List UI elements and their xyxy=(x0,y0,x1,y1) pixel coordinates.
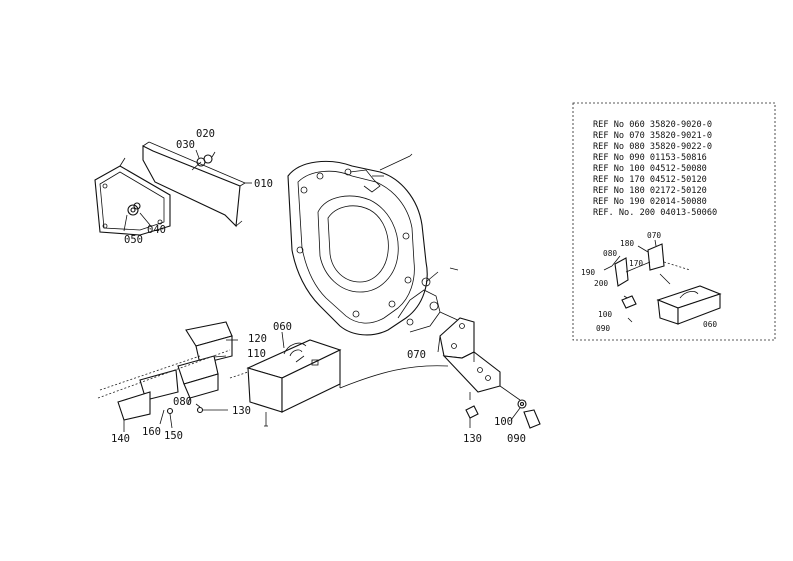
label-070: 070 xyxy=(407,349,426,361)
ref-row: REF No 100 04512-50080 xyxy=(593,164,707,174)
label-060: 060 xyxy=(273,321,292,333)
bracket-070 xyxy=(339,317,541,429)
label-080: 080 xyxy=(173,396,192,408)
inset-label-060: 060 xyxy=(703,320,717,329)
ref-row: REF No 080 35820-9022-0 xyxy=(593,142,712,152)
inset-label-100: 100 xyxy=(598,310,612,319)
toolbox-060 xyxy=(229,331,342,427)
inset-label-180: 180 xyxy=(620,239,634,248)
label-020: 020 xyxy=(196,128,215,140)
ref-row: REF No 090 01153-50816 xyxy=(593,153,707,163)
part-callouts: 010 020 030 040 050 060 070 080 090 100 … xyxy=(111,128,526,445)
ref-row: REF No 180 02172-50120 xyxy=(593,186,707,196)
inset-label-200: 200 xyxy=(594,279,608,288)
ref-row: REF No 170 04512-50120 xyxy=(593,175,707,185)
ref-row: REF No 190 02014-50080 xyxy=(593,197,707,207)
inset-label-080: 080 xyxy=(603,249,617,258)
inset-label-070: 070 xyxy=(647,231,661,240)
stay-bracket-assembly xyxy=(97,321,238,432)
label-140: 140 xyxy=(111,433,130,445)
inset-label-190: 190 xyxy=(581,268,595,277)
inset-frame xyxy=(572,102,776,341)
label-160: 160 xyxy=(142,426,161,438)
label-120: 120 xyxy=(248,333,267,345)
ref-row: REF. No. 200 04013-50060 xyxy=(593,208,717,218)
label-130-left: 130 xyxy=(232,405,251,417)
label-050: 050 xyxy=(124,234,143,246)
label-090: 090 xyxy=(507,433,526,445)
label-150: 150 xyxy=(164,430,183,442)
ref-row: REF No 070 35820-9021-0 xyxy=(593,131,712,141)
ref-row: REF No 060 35820-9020-0 xyxy=(593,120,712,130)
label-030: 030 xyxy=(176,139,195,151)
label-130-right: 130 xyxy=(463,433,482,445)
cover-plate-assembly xyxy=(94,141,252,236)
label-110: 110 xyxy=(247,348,266,360)
label-100: 100 xyxy=(494,416,513,428)
inset-detail: 070 180 080 170 190 200 100 090 060 xyxy=(581,231,722,333)
label-010: 010 xyxy=(254,178,273,190)
label-040: 040 xyxy=(147,224,166,236)
clutch-housing xyxy=(287,153,463,336)
inset-label-090: 090 xyxy=(596,324,610,333)
inset-label-170: 170 xyxy=(629,259,643,268)
reference-table: REF No 060 35820-9020-0 REF No 070 35820… xyxy=(593,120,717,218)
